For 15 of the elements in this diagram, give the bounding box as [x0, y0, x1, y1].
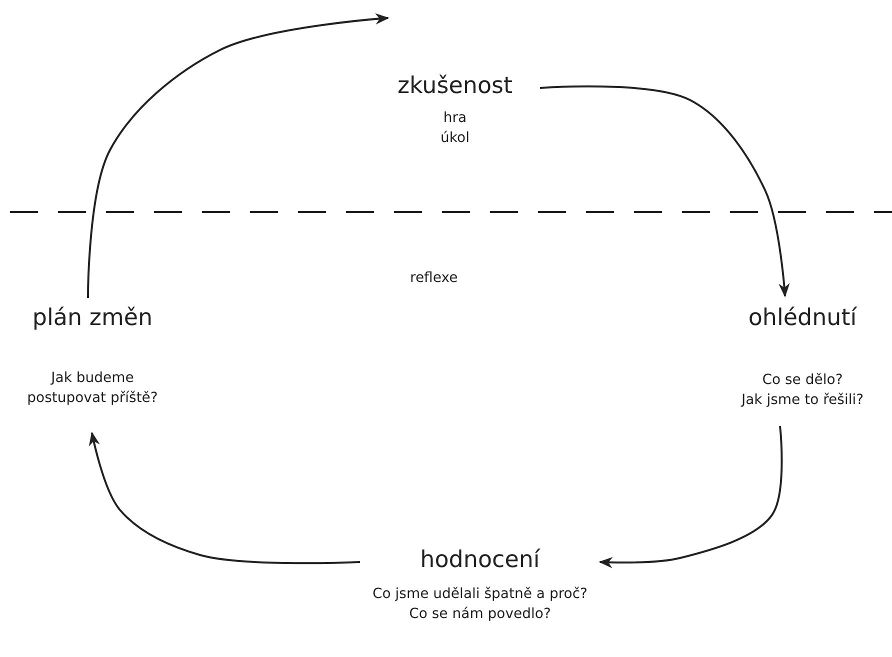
arrow: [540, 85, 790, 298]
arrow: [598, 426, 783, 568]
phase-label: reflexe: [410, 269, 458, 288]
guiding-question: Co jsme udělali špatně a proč?: [372, 585, 588, 604]
stage-label: ohlédnutí: [748, 304, 857, 333]
stage-label: zkušenost: [397, 72, 513, 101]
guiding-question: Co se dělo?: [761, 371, 844, 390]
guiding-question: Jak jsme to řešili?: [740, 391, 865, 410]
arrow: [87, 13, 390, 298]
guiding-question: hra úkol: [440, 109, 470, 148]
guiding-question: Jak budeme postupovat příště?: [26, 369, 159, 408]
arrow: [88, 432, 360, 564]
stage-label: hodnocení: [420, 546, 540, 575]
guiding-question: Co se nám povedlo?: [408, 605, 552, 624]
stage-label: plán změn: [32, 304, 153, 333]
